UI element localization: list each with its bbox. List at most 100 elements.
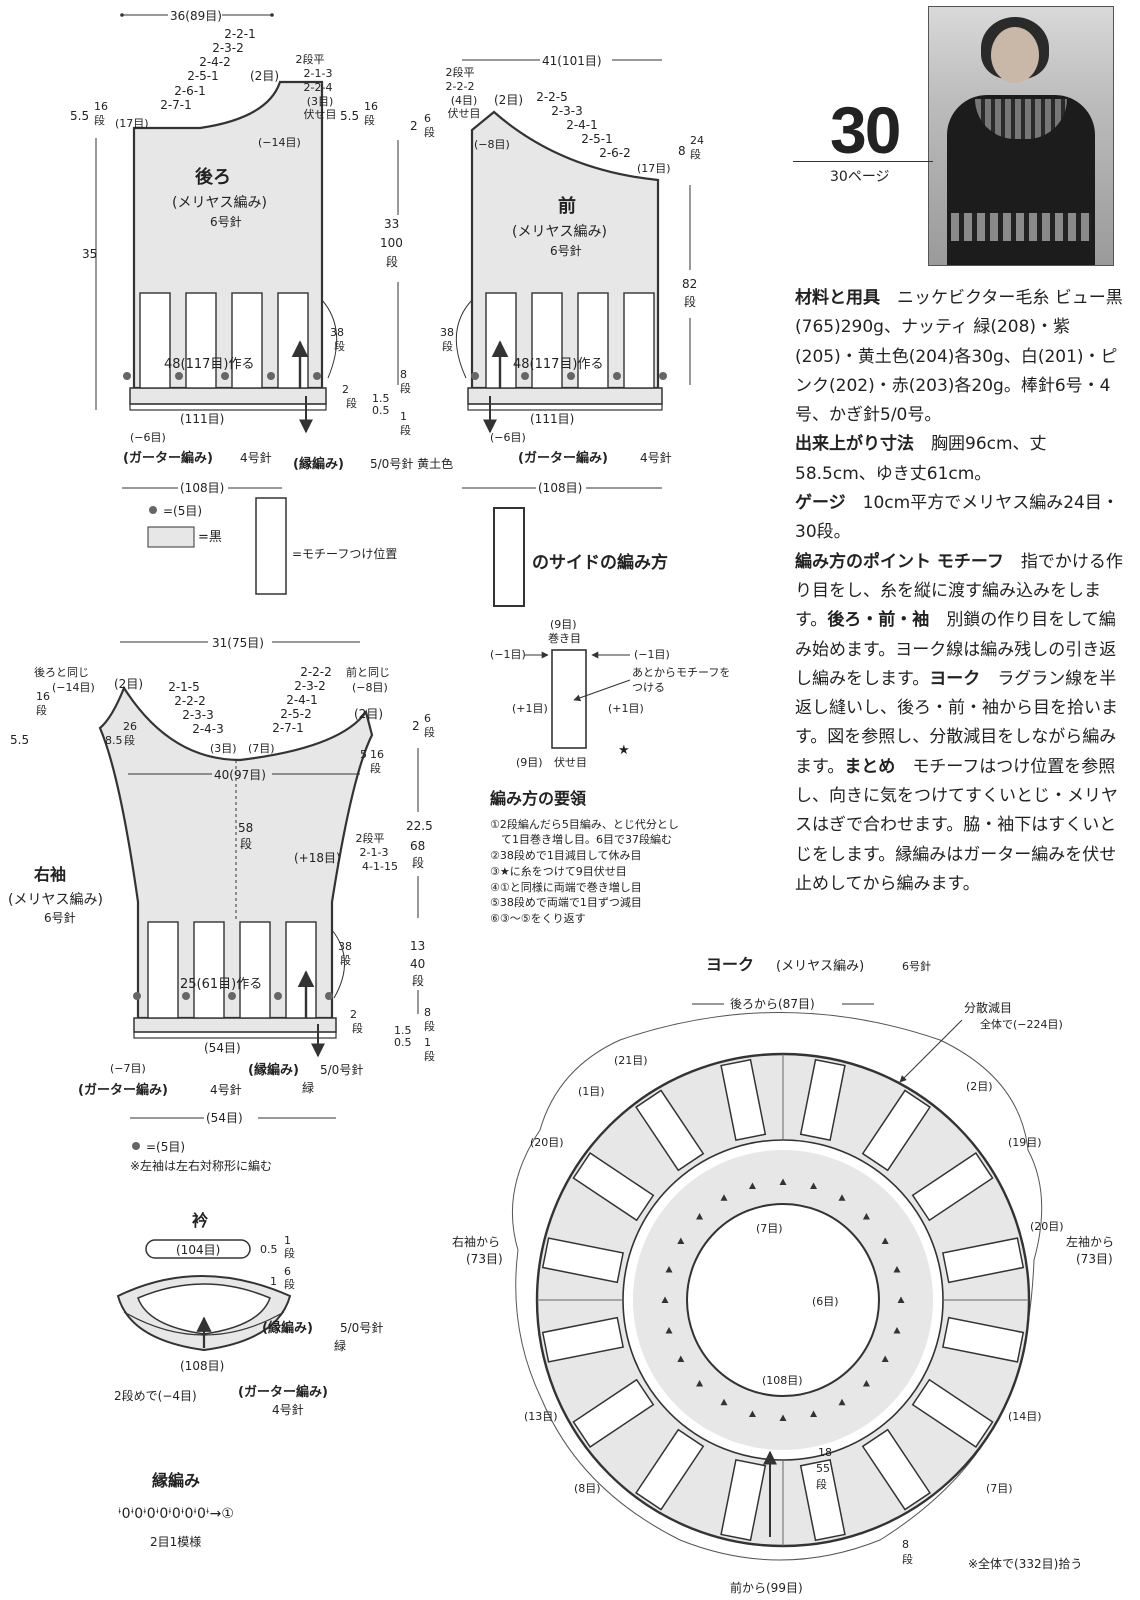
svg-text:(6目): (6目) (812, 1295, 839, 1308)
back-dots (123, 372, 321, 380)
svg-text:(54目): (54目) (206, 1111, 243, 1125)
svg-text:段: 段 (370, 761, 381, 775)
svg-text:4-1-15: 4-1-15 (362, 860, 398, 873)
svg-text:(ガーター編み): (ガーター編み) (238, 1384, 328, 1400)
svg-text:48(117目)作る: 48(117目)作る (513, 357, 604, 372)
svg-text:伏せ目: 伏せ目 (448, 106, 481, 120)
svg-text:(縁編み): (縁編み) (293, 456, 344, 472)
svg-text:伏せ目: 伏せ目 (554, 755, 587, 769)
decrease-triangle (810, 1410, 818, 1417)
decrease-triangle (748, 1410, 756, 1417)
svg-text:40: 40 (410, 957, 425, 971)
svg-text:1: 1 (284, 1234, 291, 1247)
svg-text:②38段めで1目減目して休み目: ②38段めで1目減目して休み目 (490, 848, 642, 862)
svg-text:2-4-1: 2-4-1 (286, 693, 318, 707)
svg-text:6号針: 6号針 (902, 959, 931, 973)
svg-text:段: 段 (352, 1021, 363, 1035)
svg-text:4号針: 4号針 (640, 450, 672, 465)
svg-text:2-6-2: 2-6-2 (599, 146, 631, 160)
svg-text:55: 55 (816, 1462, 830, 1475)
svg-text:40(97目): 40(97目) (214, 768, 266, 782)
svg-text:(73目): (73目) (466, 1252, 503, 1266)
svg-text:(7目): (7目) (248, 742, 275, 755)
decrease-triangle (838, 1194, 846, 1201)
yoke-motif-slot (911, 1378, 994, 1448)
svg-text:2段平: 2段平 (296, 52, 325, 66)
svg-text:8: 8 (400, 368, 407, 381)
svg-text:(メリヤス編み): (メリヤス編み) (512, 224, 607, 240)
decrease-triangle (897, 1296, 905, 1303)
points-heading-4: まとめ (844, 756, 896, 777)
svg-text:5/0号針: 5/0号針 (340, 1320, 383, 1335)
yoke-sector-lines (537, 1054, 1029, 1546)
svg-text:2段平: 2段平 (446, 65, 475, 79)
svg-text:0.5: 0.5 (394, 1036, 412, 1049)
back-garter-band (129, 387, 327, 405)
svg-text:5.5: 5.5 (10, 733, 29, 747)
svg-text:6号針: 6号針 (44, 910, 76, 925)
svg-text:(−1目): (−1目) (490, 648, 526, 661)
svg-text:2-2-2: 2-2-2 (174, 694, 206, 708)
svg-text:2: 2 (410, 119, 418, 133)
svg-text:100: 100 (380, 236, 403, 250)
svg-text:2目1模様: 2目1模様 (150, 1535, 201, 1549)
svg-text:2: 2 (350, 1008, 357, 1021)
svg-text:2-1-3: 2-1-3 (304, 67, 333, 80)
svg-text:段: 段 (284, 1246, 295, 1260)
svg-text:2-3-3: 2-3-3 (551, 104, 583, 118)
svg-text:(メリヤス編み): (メリヤス編み) (776, 958, 864, 974)
svg-text:(108目): (108目) (762, 1374, 803, 1387)
yoke-motif-slot (799, 1459, 846, 1542)
svg-text:2-1-3: 2-1-3 (360, 846, 389, 859)
svg-text:(20目): (20目) (1030, 1220, 1064, 1233)
svg-text:(縁編み): (縁編み) (248, 1062, 299, 1078)
svg-text:16: 16 (370, 748, 384, 761)
svg-text:=モチーフつけ位置: =モチーフつけ位置 (292, 546, 397, 561)
svg-text:2段めで(−4目): 2段めで(−4目) (114, 1388, 197, 1403)
svg-text:前と同じ: 前と同じ (346, 665, 390, 679)
svg-text:(2目): (2目) (494, 93, 523, 107)
svg-text:段: 段 (412, 855, 424, 870)
svg-text:緑: 緑 (334, 1338, 346, 1353)
gauge-body: 10cm平方でメリヤス編み24目・30段。 (795, 493, 1119, 543)
yoke-motif-slot (720, 1058, 767, 1141)
svg-text:段: 段 (124, 733, 135, 747)
points-body-4: モチーフはつけ位置を参照し、向きに気をつけてすくいとじ・メリヤスはぎで合わせます… (795, 756, 1118, 894)
svg-text:あとからモチーフを: あとからモチーフを (632, 666, 730, 679)
svg-text:④①と同様に両端で巻き増し目: ④①と同様に両端で巻き増し目 (490, 880, 642, 894)
svg-text:8: 8 (902, 1538, 909, 1551)
svg-text:(108目): (108目) (180, 1359, 224, 1373)
svg-text:段: 段 (424, 1049, 435, 1063)
svg-text:(9目): (9目) (550, 618, 577, 631)
svg-text:2-3-2: 2-3-2 (212, 41, 244, 55)
decrease-triangle (881, 1355, 889, 1362)
svg-text:6: 6 (424, 712, 431, 725)
yoke-triangles (661, 1178, 905, 1421)
svg-text:(縁編み): (縁編み) (262, 1320, 313, 1336)
yoke-motif-slot (720, 1459, 767, 1542)
svg-text:段: 段 (284, 1277, 295, 1291)
svg-text:68: 68 (410, 839, 425, 853)
svg-text:(3目): (3目) (307, 95, 334, 108)
svg-text:1.5: 1.5 (372, 392, 390, 405)
svg-text:1: 1 (424, 1036, 431, 1049)
svg-text:(54目): (54目) (204, 1041, 241, 1055)
svg-text:(108目): (108目) (538, 481, 582, 495)
front-body-shape (470, 110, 660, 390)
svg-text:16: 16 (36, 690, 50, 703)
decrease-triangle (677, 1355, 685, 1362)
svg-text:38: 38 (440, 326, 454, 339)
svg-text:0.5: 0.5 (260, 1243, 278, 1256)
decrease-triangle (862, 1213, 870, 1220)
svg-text:(1目): (1目) (578, 1085, 605, 1098)
svg-text:2-4-1: 2-4-1 (566, 118, 598, 132)
svg-text:24: 24 (690, 134, 704, 147)
svg-text:縁編み: 縁編み (152, 1471, 200, 1490)
svg-text:(+18目): (+18目) (294, 851, 341, 865)
svg-text:2-2-1: 2-2-1 (224, 27, 256, 41)
back-stitch: (メリヤス編み) (172, 195, 267, 211)
svg-text:2-7-1: 2-7-1 (160, 98, 192, 112)
decrease-triangle (720, 1398, 728, 1406)
points-body-2: 別鎖の作り目をして編み始めます。ヨーク線は編み残しの引き返し編みをします。 (795, 610, 1117, 689)
